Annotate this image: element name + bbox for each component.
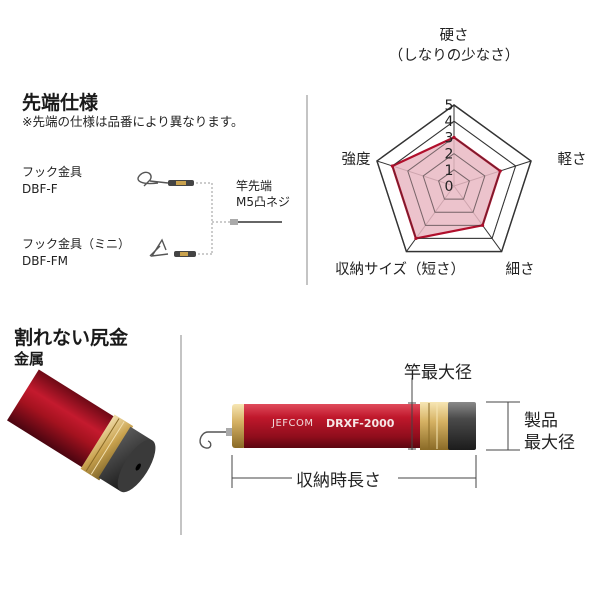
radar-grid-ring-5 bbox=[376, 104, 532, 253]
rod-tip-label: 竿先端 bbox=[236, 179, 273, 193]
radar-axis-label-3-0: 収納サイズ（短さ） bbox=[335, 261, 465, 278]
radar-grid-ring-1 bbox=[438, 169, 470, 200]
rod-brand-label: JEFCOM bbox=[272, 418, 314, 429]
radar-tick-label-4: 4 bbox=[445, 114, 454, 130]
radar-points bbox=[390, 135, 502, 241]
rod-max-diameter-label: 竿最大径 bbox=[404, 363, 472, 383]
stored-length-label: 収納時長さ bbox=[296, 471, 381, 491]
end-cap-title: 割れない尻金 bbox=[14, 327, 129, 349]
radar-point-1 bbox=[498, 169, 502, 173]
radar-point-0 bbox=[452, 135, 456, 139]
radar-grid-ring-3 bbox=[407, 136, 501, 226]
hook-fitting-mini-code: DBF-FM bbox=[22, 254, 68, 268]
radar-axis-label-0-1: （しなりの少なさ） bbox=[389, 47, 520, 64]
hook-fitting-mini-name: フック金具（ミニ） bbox=[22, 237, 131, 251]
radar-tick-label-0: 0 bbox=[445, 179, 454, 195]
hook-fitting-mini-icon bbox=[149, 238, 212, 257]
radar-tick-label-3: 3 bbox=[445, 130, 454, 146]
radar-axis-label-2-0: 細さ bbox=[506, 261, 535, 278]
radar-tick-label-2: 2 bbox=[445, 147, 454, 163]
tip-spec-note: ※先端の仕様は品番により異なります。 bbox=[22, 114, 244, 129]
radar-point-2 bbox=[480, 223, 485, 227]
radar-axis-label-0-0: 硬さ bbox=[440, 27, 469, 44]
end-cap-subtitle: 金属 bbox=[14, 350, 45, 368]
radar-tick-label-5: 5 bbox=[445, 98, 454, 114]
rod-tip-thread-label: M5凸ネジ bbox=[236, 195, 290, 209]
radar-tick-label-1: 1 bbox=[445, 163, 454, 179]
radar-axis-label-4-0: 強度 bbox=[342, 151, 371, 168]
hook-fitting-name: フック金具 bbox=[22, 165, 83, 179]
hook-fitting-code: DBF-F bbox=[22, 182, 58, 196]
rod-tip-icon bbox=[230, 219, 282, 225]
radar-grid-ring-4 bbox=[391, 120, 517, 239]
connector-bracket bbox=[211, 183, 230, 254]
hook-fitting-icon bbox=[137, 171, 212, 187]
product-max-diameter-label: 製品 bbox=[524, 411, 558, 431]
radar-grid-ring-2 bbox=[422, 152, 486, 213]
radar-point-4 bbox=[390, 164, 394, 168]
tip-spec-title: 先端仕様 bbox=[22, 92, 99, 114]
product-max-diameter-label-2: 最大径 bbox=[524, 433, 575, 453]
rod-model-label: DRXF-2000 bbox=[326, 417, 395, 430]
radar-grid-overlay bbox=[376, 104, 532, 253]
radar-point-3 bbox=[414, 236, 418, 241]
radar-axis-label-1-0: 軽さ bbox=[558, 151, 587, 168]
